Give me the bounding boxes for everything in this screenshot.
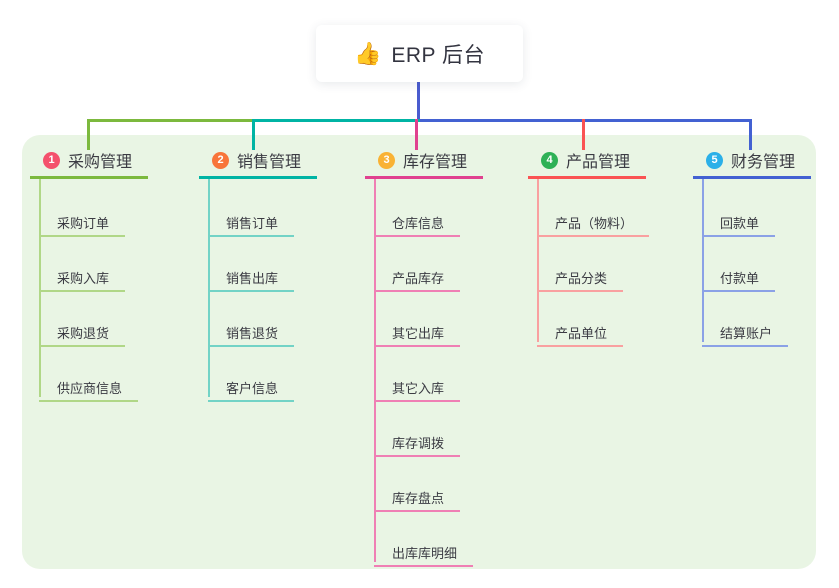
branch-spine-line (702, 179, 704, 342)
child-node-label: 付款单 (720, 271, 760, 286)
branch-title-label: 库存管理 (403, 154, 468, 171)
root-node[interactable]: 👍 ERP 后台 (316, 25, 523, 82)
branch-number-badge: 5 (706, 151, 723, 169)
thumbs-up-icon: 👍 (353, 40, 382, 66)
branch-node[interactable]: 2 销售管理 (199, 147, 317, 179)
child-node-label: 出库库明细 (392, 546, 458, 561)
branch-title-label: 产品管理 (566, 154, 631, 171)
branch-number-badge: 3 (378, 151, 395, 169)
branch-node[interactable]: 3 库存管理 (365, 147, 483, 179)
branch-drop-line (87, 119, 90, 150)
child-node[interactable]: 出库库明细 (374, 534, 474, 567)
child-node-label: 销售出库 (226, 271, 279, 286)
child-node-label: 客户信息 (226, 381, 279, 396)
branch-number-badge: 1 (43, 151, 60, 169)
branch-spine-line (39, 179, 41, 397)
child-node[interactable]: 采购订单 (39, 204, 126, 237)
branch-node[interactable]: 4 产品管理 (528, 147, 646, 179)
child-node-label: 其它出库 (392, 326, 445, 341)
child-node[interactable]: 结算账户 (702, 314, 789, 347)
child-node-label: 供应商信息 (57, 381, 123, 396)
branch-drop-line (582, 119, 585, 150)
child-node[interactable]: 库存调拨 (374, 424, 461, 457)
child-node-label: 采购入库 (57, 271, 110, 286)
child-node[interactable]: 回款单 (702, 204, 776, 237)
child-node-label: 库存调拨 (392, 436, 445, 451)
branch-drop-line (415, 119, 418, 150)
branch-drop-line (749, 119, 752, 150)
branch-number-badge: 2 (212, 151, 229, 169)
branch-title-label: 财务管理 (731, 154, 796, 171)
child-node[interactable]: 产品单位 (537, 314, 624, 347)
child-node-label: 采购订单 (57, 216, 110, 231)
child-node-label: 产品分类 (555, 271, 608, 286)
child-node[interactable]: 库存盘点 (374, 479, 461, 512)
child-node-label: 回款单 (720, 216, 760, 231)
trunk-rail-blue (420, 119, 752, 122)
child-node-label: 其它入库 (392, 381, 445, 396)
branch-node[interactable]: 1 采购管理 (30, 147, 148, 179)
root-title: ERP 后台 (391, 43, 486, 67)
child-node-label: 结算账户 (720, 326, 773, 341)
branch-spine-line (208, 179, 210, 397)
child-node[interactable]: 销售出库 (208, 259, 295, 292)
child-node[interactable]: 客户信息 (208, 369, 295, 402)
branch-drop-line (252, 119, 255, 150)
branch-node[interactable]: 5 财务管理 (693, 147, 811, 179)
child-node-label: 销售退货 (226, 326, 279, 341)
child-node[interactable]: 产品库存 (374, 259, 461, 292)
child-node[interactable]: 仓库信息 (374, 204, 461, 237)
child-node[interactable]: 产品分类 (537, 259, 624, 292)
trunk-rail-teal (252, 119, 420, 122)
child-node[interactable]: 其它入库 (374, 369, 461, 402)
child-node[interactable]: 销售退货 (208, 314, 295, 347)
child-node-label: 采购退货 (57, 326, 110, 341)
child-node-label: 库存盘点 (392, 491, 445, 506)
root-trunk-line (417, 82, 420, 122)
branches-panel (22, 135, 816, 569)
branch-title-label: 采购管理 (68, 154, 133, 171)
child-node[interactable]: 采购入库 (39, 259, 126, 292)
child-node[interactable]: 采购退货 (39, 314, 126, 347)
child-node[interactable]: 付款单 (702, 259, 776, 292)
branch-spine-line (537, 179, 539, 342)
branch-spine-line (374, 179, 376, 562)
child-node-label: 产品单位 (555, 326, 608, 341)
branch-number-badge: 4 (541, 151, 558, 169)
child-node[interactable]: 销售订单 (208, 204, 295, 237)
child-node-label: 销售订单 (226, 216, 279, 231)
branch-title-label: 销售管理 (237, 154, 302, 171)
child-node-label: 产品（物料） (555, 216, 634, 231)
child-node[interactable]: 供应商信息 (39, 369, 139, 402)
child-node-label: 产品库存 (392, 271, 445, 286)
trunk-rail-green (87, 119, 254, 122)
child-node-label: 仓库信息 (392, 216, 445, 231)
child-node[interactable]: 其它出库 (374, 314, 461, 347)
child-node[interactable]: 产品（物料） (537, 204, 650, 237)
